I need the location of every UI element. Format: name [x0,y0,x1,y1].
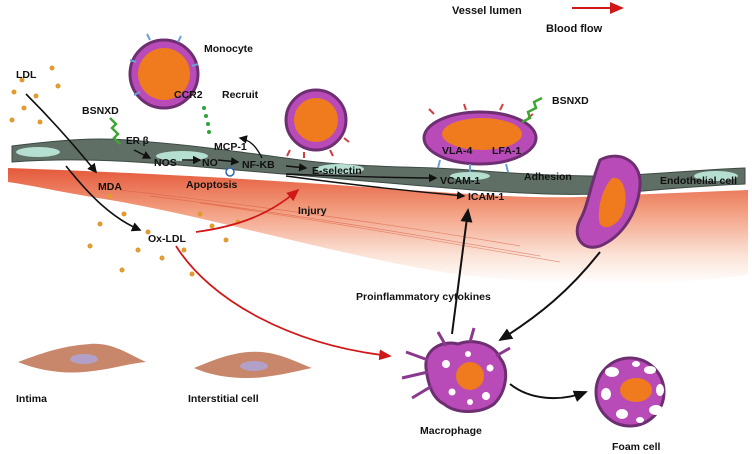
label-blood-flow: Blood flow [546,23,603,35]
label-endothelial-cell: Endothelial cell [660,175,737,187]
arrow-er-to-nos [133,149,152,159]
mcp1-chemokine-dots [202,106,211,134]
arrow-macrophage-to-foam-cell [509,383,588,402]
label-proinflammatory-cytokines: Proinflammatory cytokines [356,291,491,303]
bsnxd-right-icon [521,96,543,124]
label-no: NO [202,157,218,169]
label-e-selectin: E-selectin [312,165,362,177]
arrow-ldl-to-oxldl [65,165,142,232]
arrow-no-to-nfkb [217,157,240,166]
arrow-oxldl-to-injury [195,188,300,233]
label-recruit: Recruit [222,89,259,101]
label-lfa1: LFA-1 [492,145,521,157]
diagram-labels: Vessel lumen Blood flow Monocyte CCR2 Re… [16,5,737,453]
label-ccr2: CCR2 [174,89,203,101]
arrow-monocyte-to-macrophage [498,251,601,342]
label-mcp1: MCP-1 [214,141,247,153]
bsnxd-left-icon [109,117,121,145]
rolling-monocyte-cell [284,88,350,158]
label-nf-kb: NF-KB [242,159,275,171]
label-vcam1: VCAM-1 [440,175,480,187]
label-ldl: LDL [16,69,37,81]
intima-layer [8,168,748,285]
label-adhesion: Adhesion [524,171,572,183]
label-macrophage: Macrophage [420,425,482,437]
label-injury: Injury [298,205,327,217]
label-nos: NOS [154,157,177,169]
endothelial-nuclei [16,147,738,181]
label-bsnxd-left: BSNXD [82,105,119,117]
label-interstitial-cell: Interstitial cell [188,393,259,405]
adhering-monocyte-cell [422,103,538,173]
arrow-nfkb-to-mcp1 [238,135,263,159]
monocyte-cell [128,33,200,110]
arrow-nfkb-to-vcam1 [285,173,438,183]
label-mda: MDA [98,181,122,193]
arrow-nfkb-to-eselectin [285,163,308,172]
transmigrating-monocyte-cell [575,154,642,249]
label-er-beta: ER β [126,136,149,147]
label-monocyte: Monocyte [204,43,253,55]
label-bsnxd-right: BSNXD [552,95,589,107]
label-intima: Intima [16,393,47,405]
label-apoptosis: Apoptosis [186,179,237,191]
label-vessel-lumen: Vessel lumen [452,5,522,17]
arrow-macrophage-to-icam1 [451,208,473,335]
arrow-oxldl-to-macrophage [175,245,392,361]
arrow-nfkb-to-icam1 [285,175,466,200]
label-ox-ldl: Ox-LDL [148,233,187,245]
arrow-ldl-to-mda [25,93,98,174]
foam-cell [594,356,666,428]
macrophage-cell [401,327,511,413]
label-vla4: VLA-4 [442,145,472,157]
apoptosis-marker-icon [225,167,235,177]
label-icam1: ICAM-1 [468,191,504,203]
label-foam-cell: Foam cell [612,441,661,453]
